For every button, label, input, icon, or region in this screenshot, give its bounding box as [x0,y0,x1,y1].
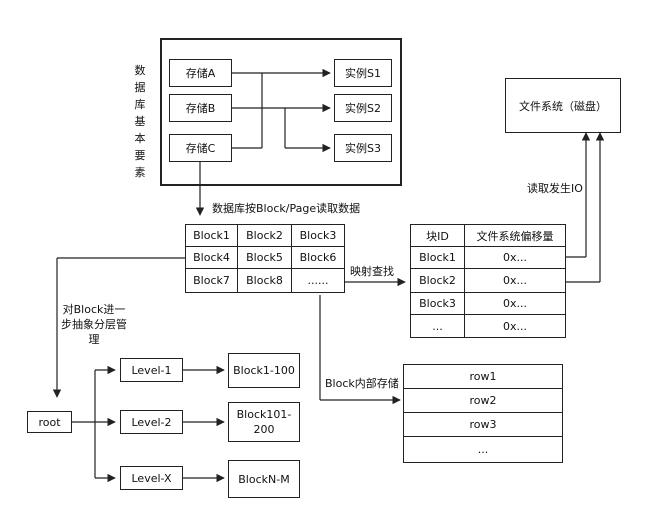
block-internal-label: Block内部存储 [325,377,399,390]
level-2-node: Level-2 [120,410,183,434]
mapping-header-id: 块ID [410,224,465,247]
read-by-block-label: 数据库按Block/Page读取数据 [212,202,361,215]
mapping-cell-offset: 0x... [464,314,566,338]
read-io-label: 读取发生IO [527,182,583,195]
abstract-mgmt-label: 对Block进一步抽象分层管理 [61,303,127,346]
block-cell: Block3 [291,224,345,247]
level-x-node: Level-X [120,466,183,490]
file-system-node: 文件系统（磁盘） [505,78,621,133]
range-block1-100-node: Block1-100 [228,353,300,388]
row-cell: ... [403,436,563,463]
mapping-header-offset: 文件系统偏移量 [464,224,566,247]
mapping-label: 映射查找 [350,265,394,278]
row-cell: row2 [403,388,563,413]
mapping-cell-offset: 0x... [464,268,566,293]
block-cell: Block4 [185,246,238,269]
storage-b-node: 存储B [169,94,232,122]
block-cell: Block5 [237,246,292,269]
row-cell: row3 [403,412,563,437]
storage-c-node: 存储C [169,134,232,162]
range-blockn-m-node: BlockN-M [228,460,300,498]
instance-s2-node: 实例S2 [334,94,392,122]
range-block101-200-node: Block101-200 [228,402,300,442]
mapping-cell-offset: 0x... [464,292,566,315]
db-elements-side-label: 数据库基本要素 [134,64,146,179]
db-elements-group [160,38,402,186]
mapping-cell-id: Block2 [410,268,465,293]
mapping-cell-offset: 0x... [464,246,566,269]
block-cell: Block7 [185,268,238,293]
row-cell: row1 [403,364,563,389]
level-1-node: Level-1 [120,358,183,382]
block-cell: Block1 [185,224,238,247]
root-node: root [27,411,72,433]
mapping-cell-id: ... [410,314,465,338]
storage-a-node: 存储A [169,59,232,87]
block-cell: Block2 [237,224,292,247]
block-cell: Block8 [237,268,292,293]
block-cell: Block6 [291,246,345,269]
instance-s3-node: 实例S3 [334,134,392,162]
mapping-cell-id: Block3 [410,292,465,315]
block-cell: ...... [291,268,345,293]
mapping-cell-id: Block1 [410,246,465,269]
instance-s1-node: 实例S1 [334,59,392,87]
